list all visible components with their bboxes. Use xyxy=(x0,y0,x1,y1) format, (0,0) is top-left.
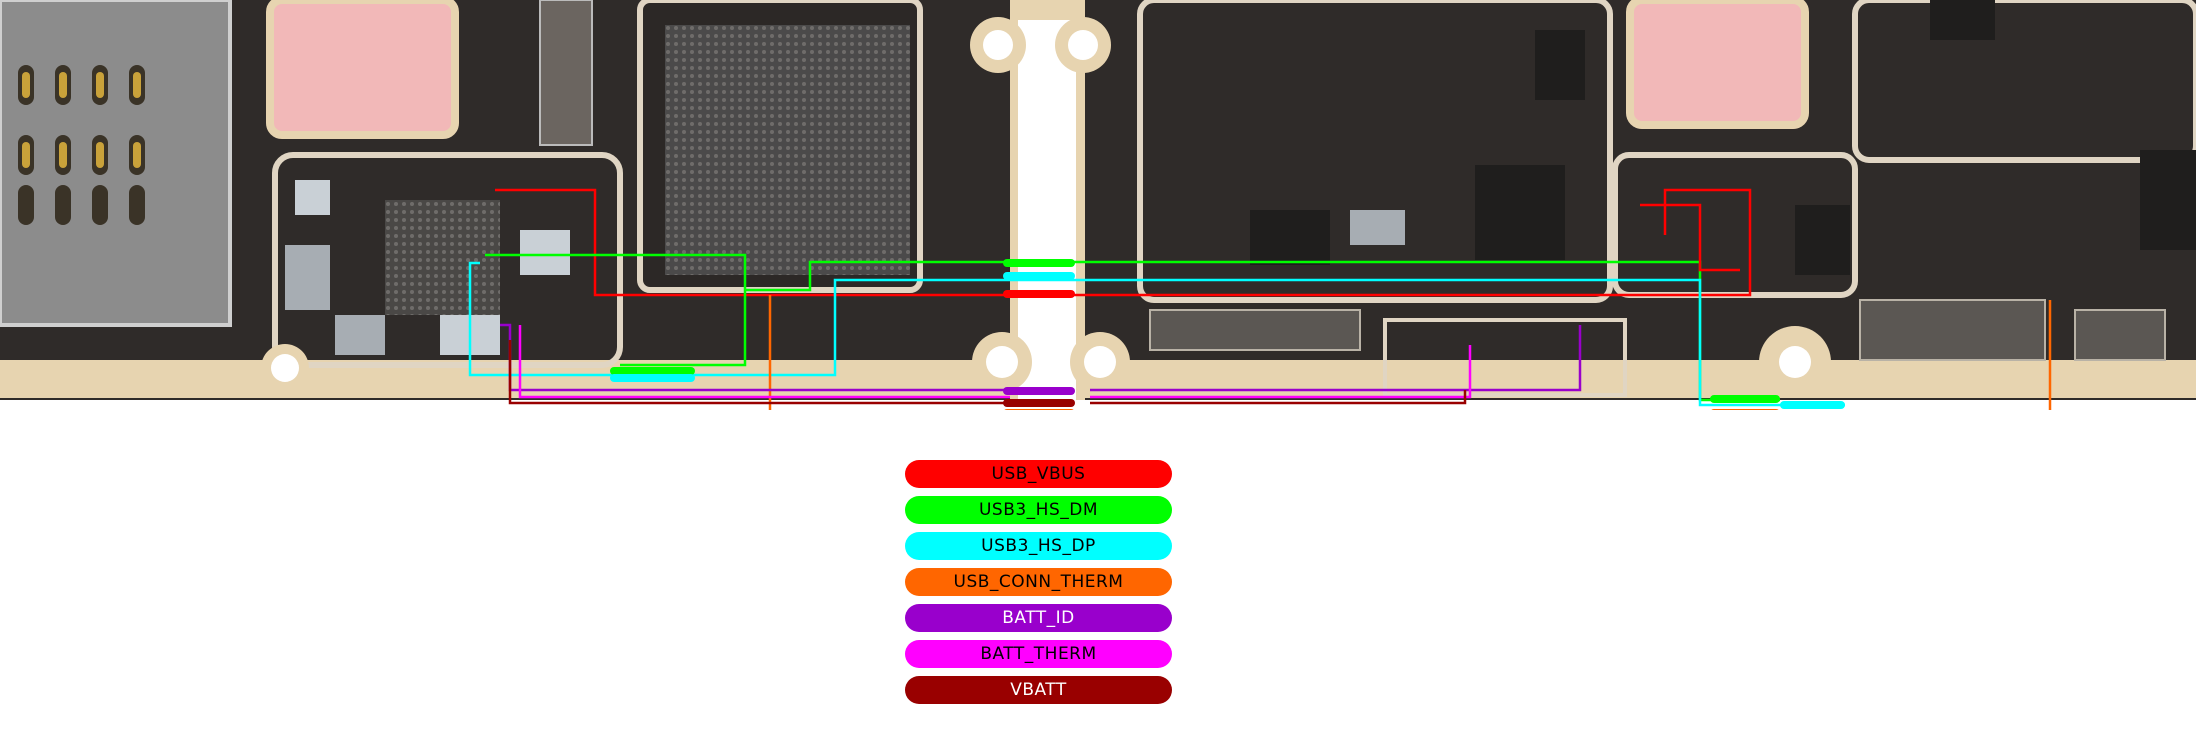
legend-item-usb-conn-therm: USB_CONN_THERM xyxy=(905,568,1172,596)
pcb-board-photo xyxy=(0,0,2196,410)
shield-pad-right xyxy=(1626,0,1809,129)
legend-item-vbatt: VBATT xyxy=(905,676,1172,704)
shield-pad-left xyxy=(266,0,459,139)
legend-item-batt-therm: BATT_THERM xyxy=(905,640,1172,668)
flex-cable xyxy=(970,0,1130,400)
legend-label: BATT_ID xyxy=(1002,608,1075,628)
legend-label: BATT_THERM xyxy=(980,644,1097,664)
net-legend: USB_VBUS USB3_HS_DM USB3_HS_DP USB_CONN_THE… xyxy=(905,460,1172,712)
trace-vbatt xyxy=(508,340,1467,405)
legend-item-usb3-hs-dm: USB3_HS_DM xyxy=(905,496,1172,524)
board-connector-top xyxy=(539,0,593,146)
legend-label: USB3_HS_DM xyxy=(978,500,1099,520)
flex-net-labels xyxy=(610,259,1845,410)
trace-usb3-hs-dp xyxy=(468,261,1845,407)
trace-batt-therm xyxy=(518,325,1472,399)
pmic-region xyxy=(272,152,623,368)
trace-usb-conn-therm xyxy=(768,295,2052,410)
legend-label: VBATT xyxy=(1010,680,1067,700)
legend-item-batt-id: BATT_ID xyxy=(905,604,1172,632)
right-components xyxy=(1137,0,2196,397)
soc-bga xyxy=(637,0,923,293)
legend-label: USB_CONN_THERM xyxy=(953,572,1124,592)
trace-vbus-2 xyxy=(1640,203,1740,272)
sim-tray xyxy=(0,0,232,327)
legend-item-usb-vbus: USB_VBUS xyxy=(905,460,1172,488)
legend-label: USB3_HS_DP xyxy=(981,536,1096,556)
legend-item-usb3-hs-dp: USB3_HS_DP xyxy=(905,532,1172,560)
legend-label: USB_VBUS xyxy=(991,464,1086,484)
trace-usb-vbus xyxy=(495,188,1752,297)
net-traces xyxy=(468,188,2052,410)
